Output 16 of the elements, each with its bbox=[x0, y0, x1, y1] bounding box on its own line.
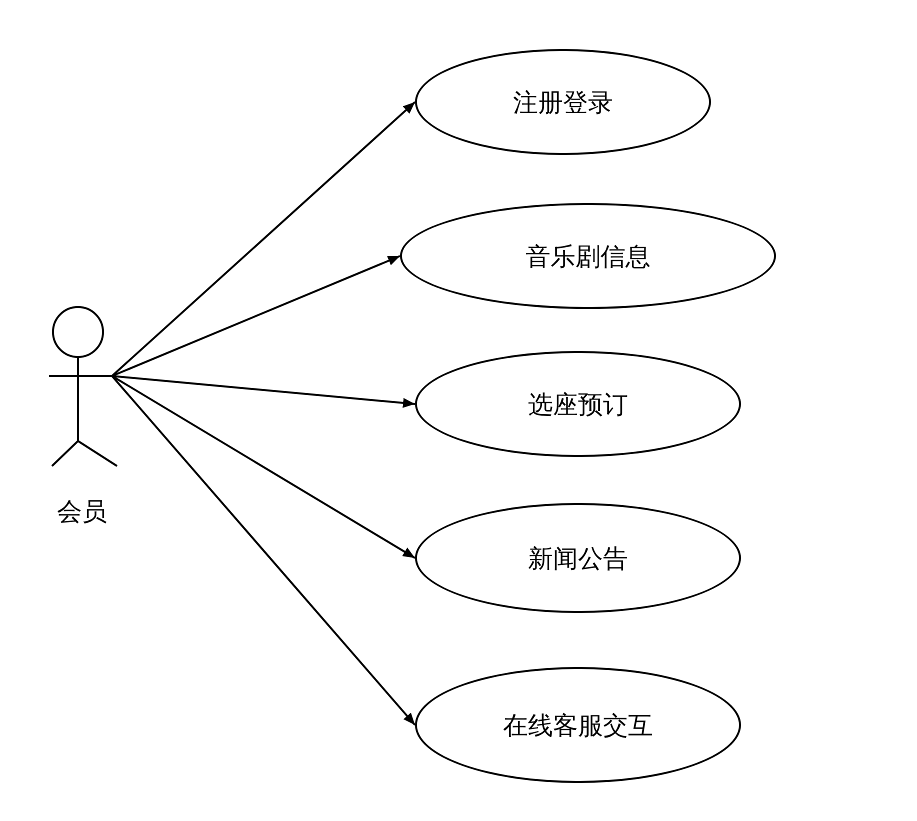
association-arrow bbox=[111, 101, 416, 377]
actor-label: 会员 bbox=[57, 496, 107, 528]
use-case-label: 在线客服交互 bbox=[503, 710, 653, 742]
use-case-ellipse bbox=[400, 203, 776, 309]
use-case-label: 注册登录 bbox=[513, 86, 613, 118]
use-case-ellipse bbox=[415, 503, 741, 613]
association-arrow bbox=[112, 375, 416, 408]
use-case-label: 音乐剧信息 bbox=[526, 240, 650, 272]
use-case-ellipse bbox=[415, 49, 711, 155]
use-case-label: 选座预订 bbox=[528, 388, 628, 420]
use-case-ellipse bbox=[415, 351, 741, 457]
use-case-label: 新闻公告 bbox=[528, 542, 628, 574]
use-case-ellipse bbox=[415, 667, 741, 783]
association-arrow bbox=[111, 375, 416, 726]
association-arrow bbox=[112, 255, 400, 377]
association-arrow bbox=[111, 375, 416, 559]
